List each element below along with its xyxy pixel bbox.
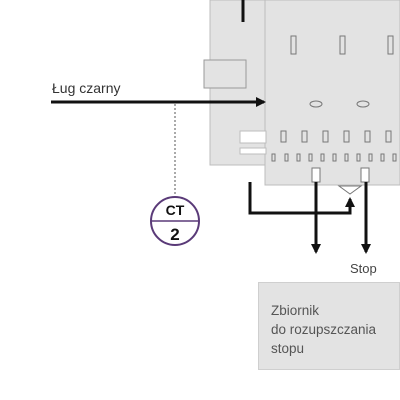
return-loop-arrow bbox=[248, 182, 355, 215]
smelt-label: Stop bbox=[350, 261, 377, 276]
upper-slot bbox=[290, 35, 297, 55]
dissolving-tank: Zbiornik do rozupszczania stopu bbox=[258, 282, 400, 370]
air-port-row bbox=[280, 130, 392, 143]
nozzle-oval bbox=[309, 100, 323, 108]
instrument-bubble: CT 2 bbox=[150, 196, 200, 246]
dissolving-tank-label: Zbiornik do rozupszczania stopu bbox=[271, 303, 377, 356]
furnace-lower-slot bbox=[239, 147, 267, 155]
smelt-spout bbox=[360, 167, 370, 183]
upper-slot bbox=[387, 35, 394, 55]
instrument-tag-top: CT bbox=[166, 202, 185, 218]
small-port-row bbox=[271, 153, 397, 162]
furnace-lower-gap bbox=[239, 130, 267, 144]
instrument-tag-bottom: 2 bbox=[170, 225, 179, 244]
furnace-side-port bbox=[203, 59, 247, 89]
recovery-furnace bbox=[203, 0, 400, 195]
upper-slot bbox=[339, 35, 346, 55]
nozzle-oval bbox=[356, 100, 370, 108]
smelt-spout bbox=[311, 167, 321, 183]
spout-hopper bbox=[337, 185, 363, 195]
black-liquor-label: Ług czarny bbox=[52, 80, 121, 96]
